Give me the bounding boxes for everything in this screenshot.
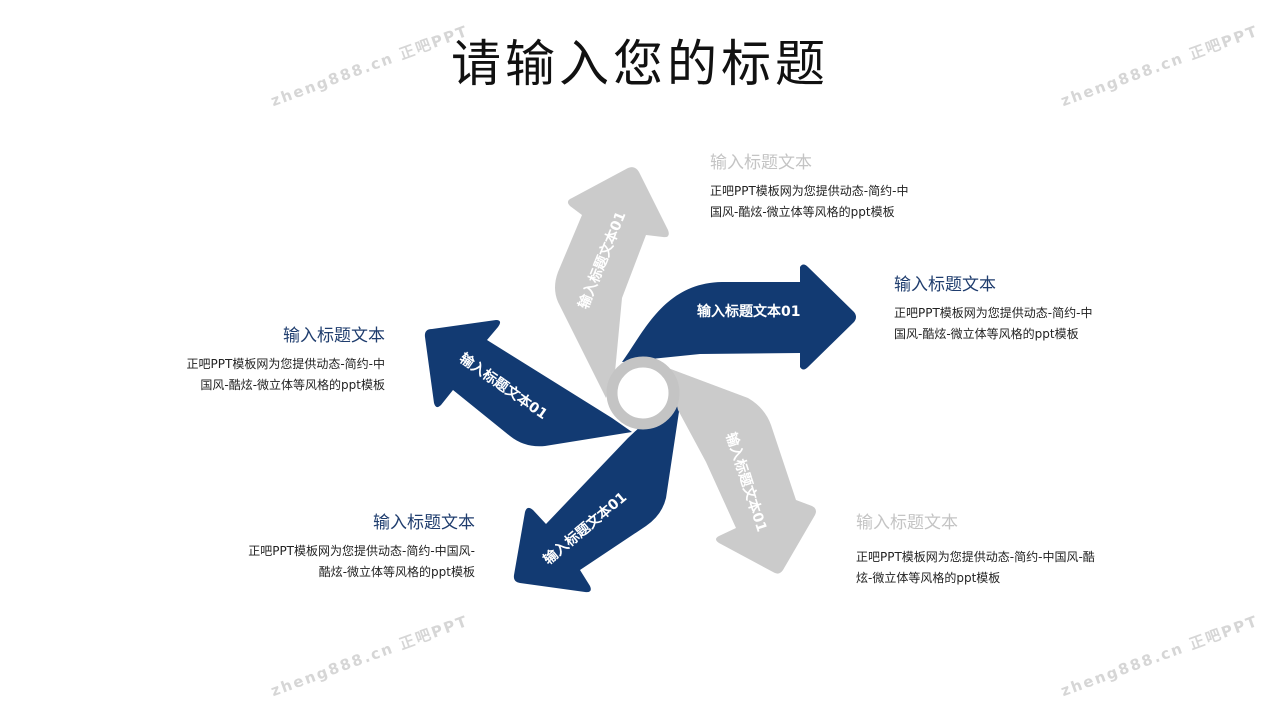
text-block-bottom-left: 输入标题文本 正吧PPT模板网为您提供动态-简约-中国风-酷炫-微立体等风格的p…	[225, 508, 475, 583]
arrow-up	[555, 167, 669, 398]
block-title: 输入标题文本	[856, 513, 958, 533]
center-ring	[606, 356, 680, 430]
arrow-label: 输入标题文本01	[697, 304, 801, 320]
text-block-bottom-right: 输入标题文本 正吧PPT模板网为您提供动态-简约-中国风-酷炫-微立体等风格的p…	[856, 508, 1126, 589]
block-title: 输入标题文本	[710, 153, 812, 173]
text-block-top: 输入标题文本 正吧PPT模板网为您提供动态-简约-中国风-酷炫-微立体等风格的p…	[710, 148, 950, 223]
block-desc: 正吧PPT模板网为您提供动态-简约-中国风-酷炫-微立体等风格的ppt模板	[894, 306, 1093, 341]
block-title: 输入标题文本	[373, 513, 475, 533]
arrow-down-left	[513, 405, 680, 593]
block-title: 输入标题文本	[894, 275, 996, 295]
block-desc: 正吧PPT模板网为您提供动态-简约-中国风-酷炫-微立体等风格的ppt模板	[856, 550, 1095, 585]
arrow-right	[622, 264, 856, 370]
arrow-up-left	[424, 320, 632, 447]
block-title: 输入标题文本	[283, 326, 385, 346]
block-desc: 正吧PPT模板网为您提供动态-简约-中国风-酷炫-微立体等风格的ppt模板	[710, 184, 909, 219]
arrow-down-right	[668, 368, 816, 574]
block-desc: 正吧PPT模板网为您提供动态-简约-中国风-酷炫-微立体等风格的ppt模板	[248, 544, 475, 579]
page-title: 请输入您的标题	[451, 35, 829, 93]
text-block-right: 输入标题文本 正吧PPT模板网为您提供动态-简约-中国风-酷炫-微立体等风格的p…	[894, 270, 1134, 345]
block-desc: 正吧PPT模板网为您提供动态-简约-中国风-酷炫-微立体等风格的ppt模板	[186, 357, 385, 392]
text-block-left: 输入标题文本 正吧PPT模板网为您提供动态-简约-中国风-酷炫-微立体等风格的p…	[145, 321, 385, 396]
